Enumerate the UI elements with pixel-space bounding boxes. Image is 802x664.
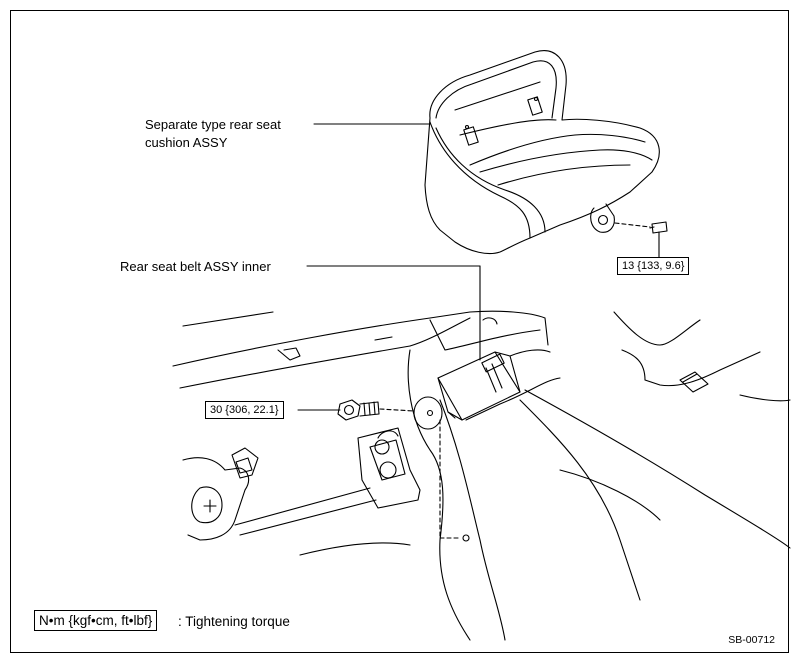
figure-code: SB-00712 — [728, 634, 775, 646]
seat-cushion-label-line2: cushion ASSY — [145, 135, 228, 150]
leader-lines — [297, 123, 660, 411]
belt-inner-label: Rear seat belt ASSY inner — [120, 259, 271, 274]
figure-frame — [10, 10, 789, 653]
torque-legend-description: : Tightening torque — [178, 614, 290, 629]
cushion-bolt-torque: 13 {133, 9.6} — [617, 257, 690, 275]
torque-unit-legend: N•m {kgf•cm, ft•lbf} — [34, 610, 158, 631]
body-panel-drawing — [172, 310, 791, 641]
seat-cushion-label-line1: Separate type rear seat — [145, 117, 281, 132]
belt-bolt-torque: 30 {306, 22.1} — [205, 401, 284, 419]
seat-cushion-drawing — [424, 50, 668, 255]
belt-buckle-drawing — [337, 349, 561, 542]
